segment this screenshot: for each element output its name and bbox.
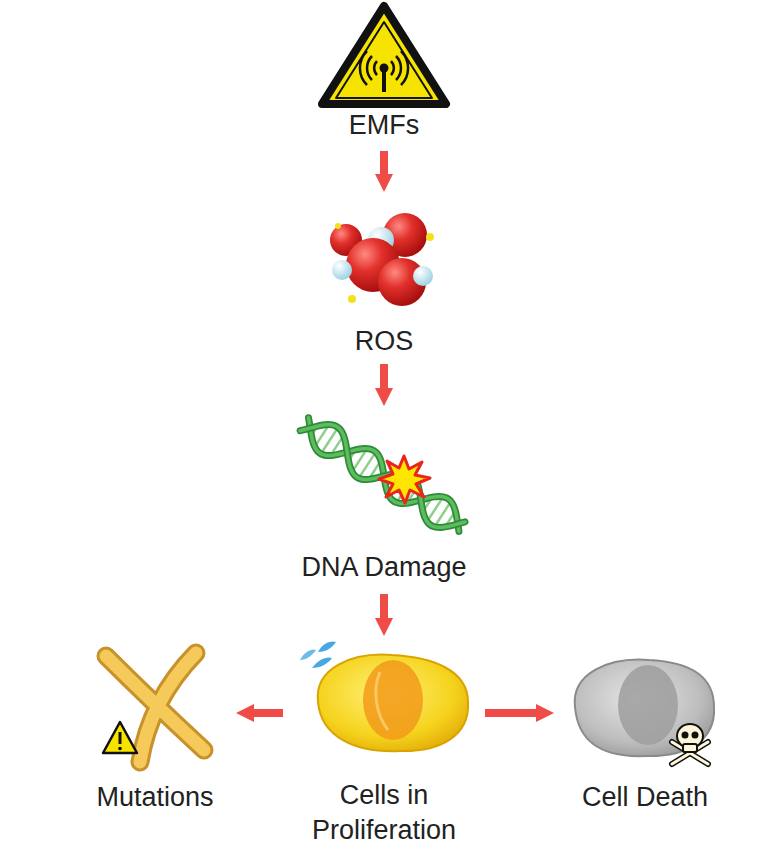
art-shape xyxy=(672,742,708,764)
art-shape xyxy=(312,657,332,668)
ros-molecule xyxy=(330,213,434,306)
art-shape xyxy=(396,56,401,80)
art-shape xyxy=(118,747,122,751)
art-shape xyxy=(318,655,468,752)
art-shape xyxy=(296,411,471,540)
art-shape xyxy=(336,22,432,98)
art-shape xyxy=(296,411,471,540)
art-shape xyxy=(348,295,356,303)
flow-arrow xyxy=(380,594,388,618)
art-shape xyxy=(672,742,708,764)
flow-node: ROS xyxy=(324,198,444,358)
art-shape xyxy=(413,266,433,286)
node-label: DNA Damage xyxy=(270,550,498,585)
art-shape xyxy=(119,732,122,744)
flow-node: DNA Damage xyxy=(270,412,498,588)
art-shape xyxy=(335,223,341,229)
damage-burst xyxy=(379,456,430,503)
flow-node: Cell Death xyxy=(560,650,730,820)
art-shape xyxy=(376,672,388,730)
node-label: ROS xyxy=(324,324,444,359)
proliferating-cell xyxy=(300,641,468,751)
art-shape xyxy=(672,742,708,764)
art-shape xyxy=(391,61,394,75)
art-shape xyxy=(296,411,471,540)
art-shape xyxy=(672,742,708,764)
art-shape xyxy=(575,660,714,757)
art-shape xyxy=(103,722,137,753)
art-shape xyxy=(683,744,697,752)
node-label: Cell Death xyxy=(560,780,730,815)
art-shape xyxy=(300,649,316,660)
art-shape xyxy=(322,6,446,104)
dead-cell xyxy=(575,660,714,757)
art-shape xyxy=(318,641,336,652)
art-shape xyxy=(692,732,699,739)
flow-arrow xyxy=(380,364,388,388)
art-shape xyxy=(618,665,678,745)
art-shape xyxy=(360,51,367,85)
flow-arrow xyxy=(485,709,536,717)
node-label: Cells in Proliferation xyxy=(289,778,479,848)
art-shape xyxy=(401,51,408,85)
art-shape xyxy=(379,456,430,503)
dna-helix xyxy=(296,411,471,540)
node-label: EMFs xyxy=(320,108,448,143)
warning-mark xyxy=(103,722,137,753)
art-shape xyxy=(374,61,377,75)
art-shape xyxy=(426,233,434,241)
flow-node: Cells in Proliferation xyxy=(289,642,479,852)
flow-node: EMFs xyxy=(320,0,448,145)
art-shape xyxy=(332,260,352,280)
flow-arrow xyxy=(380,151,388,174)
art-shape xyxy=(682,732,689,739)
art-shape xyxy=(367,56,372,80)
art-shape xyxy=(382,70,386,92)
flow-arrow xyxy=(254,709,283,717)
node-label: Mutations xyxy=(80,780,230,815)
warning-sign xyxy=(322,6,446,104)
art-shape xyxy=(296,411,471,540)
art-shape xyxy=(363,660,423,740)
flow-node: Mutations xyxy=(80,645,230,820)
skull-symbol xyxy=(672,724,708,764)
art-shape xyxy=(140,653,196,762)
